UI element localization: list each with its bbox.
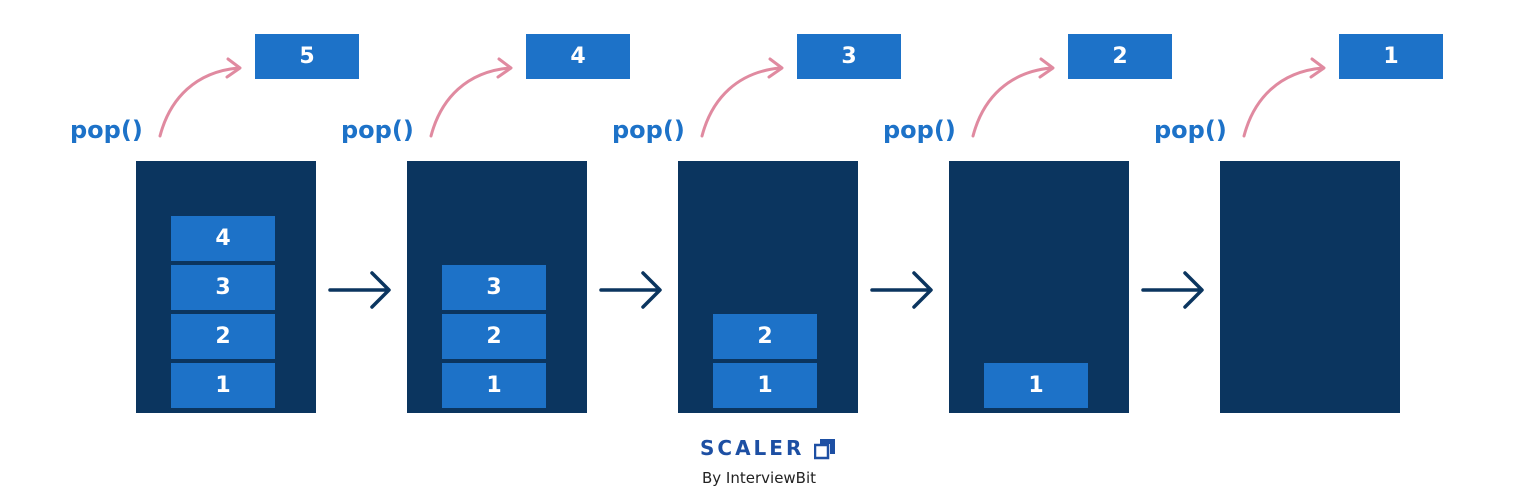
- pop-operation-label: pop(): [341, 116, 414, 144]
- right-arrow-icon: [870, 271, 933, 309]
- curved-pop-arrow-icon: [158, 57, 242, 138]
- popped-value-box: 2: [1068, 34, 1172, 79]
- stack-element-block: 1: [442, 363, 546, 408]
- stack-element-block: 2: [713, 314, 817, 359]
- scaler-logo: SCALER By InterviewBit: [700, 436, 840, 492]
- right-arrow-icon: [1141, 271, 1204, 309]
- stack-element-block: 3: [171, 265, 275, 310]
- scaler-cube-logo-icon: [814, 439, 835, 460]
- curved-pop-arrow-icon: [1242, 57, 1326, 138]
- stack-element-block: 1: [171, 363, 275, 408]
- right-arrow-icon: [328, 271, 391, 309]
- stack-element-block: 3: [442, 265, 546, 310]
- logo-name: SCALER: [700, 436, 805, 460]
- pop-operation-label: pop(): [70, 116, 143, 144]
- popped-value-box: 5: [255, 34, 359, 79]
- popped-value-box: 1: [1339, 34, 1443, 79]
- stack-element-block: 1: [984, 363, 1088, 408]
- popped-value-box: 4: [526, 34, 630, 79]
- stack-container: [1220, 161, 1400, 413]
- curved-pop-arrow-icon: [971, 57, 1055, 138]
- pop-operation-label: pop(): [612, 116, 685, 144]
- right-arrow-icon: [599, 271, 662, 309]
- stack-element-block: 1: [713, 363, 817, 408]
- popped-value-box: 3: [797, 34, 901, 79]
- curved-pop-arrow-icon: [429, 57, 513, 138]
- pop-operation-label: pop(): [1154, 116, 1227, 144]
- logo-tagline: By InterviewBit: [702, 469, 817, 487]
- pop-operation-label: pop(): [883, 116, 956, 144]
- stack-element-block: 4: [171, 216, 275, 261]
- stack-element-block: 2: [442, 314, 546, 359]
- curved-pop-arrow-icon: [700, 57, 784, 138]
- stack-container: 1: [949, 161, 1129, 413]
- stack-element-block: 2: [171, 314, 275, 359]
